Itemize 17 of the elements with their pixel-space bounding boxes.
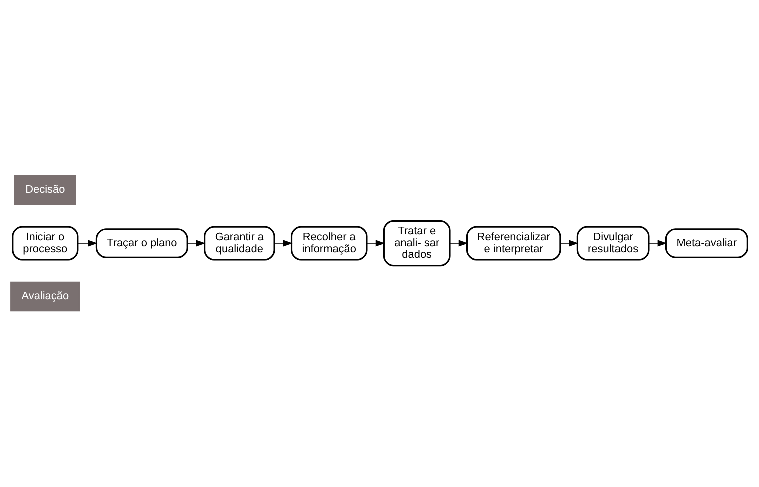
node-box: Iniciar o processo (12, 226, 79, 261)
node-box: Garantir a qualidade (204, 226, 276, 261)
node-box: Referencializar e interpretar (466, 226, 562, 261)
node-box: Avaliação (10, 282, 80, 312)
node-box: Recolher a informação (290, 226, 368, 261)
node-box: Decisão (14, 175, 76, 206)
arrow (274, 240, 293, 247)
node-box: Tratar e anali- sar dados (383, 220, 451, 267)
node-box: Meta-avaliar (665, 228, 748, 258)
arrow (648, 240, 668, 247)
arrow (366, 240, 386, 247)
arrow (450, 240, 468, 247)
arrow (78, 240, 98, 247)
arrow (187, 240, 206, 247)
node-box: Divulgar resultados (576, 226, 650, 261)
node-box: Traçar o plano (96, 228, 188, 258)
arrow (560, 240, 579, 247)
